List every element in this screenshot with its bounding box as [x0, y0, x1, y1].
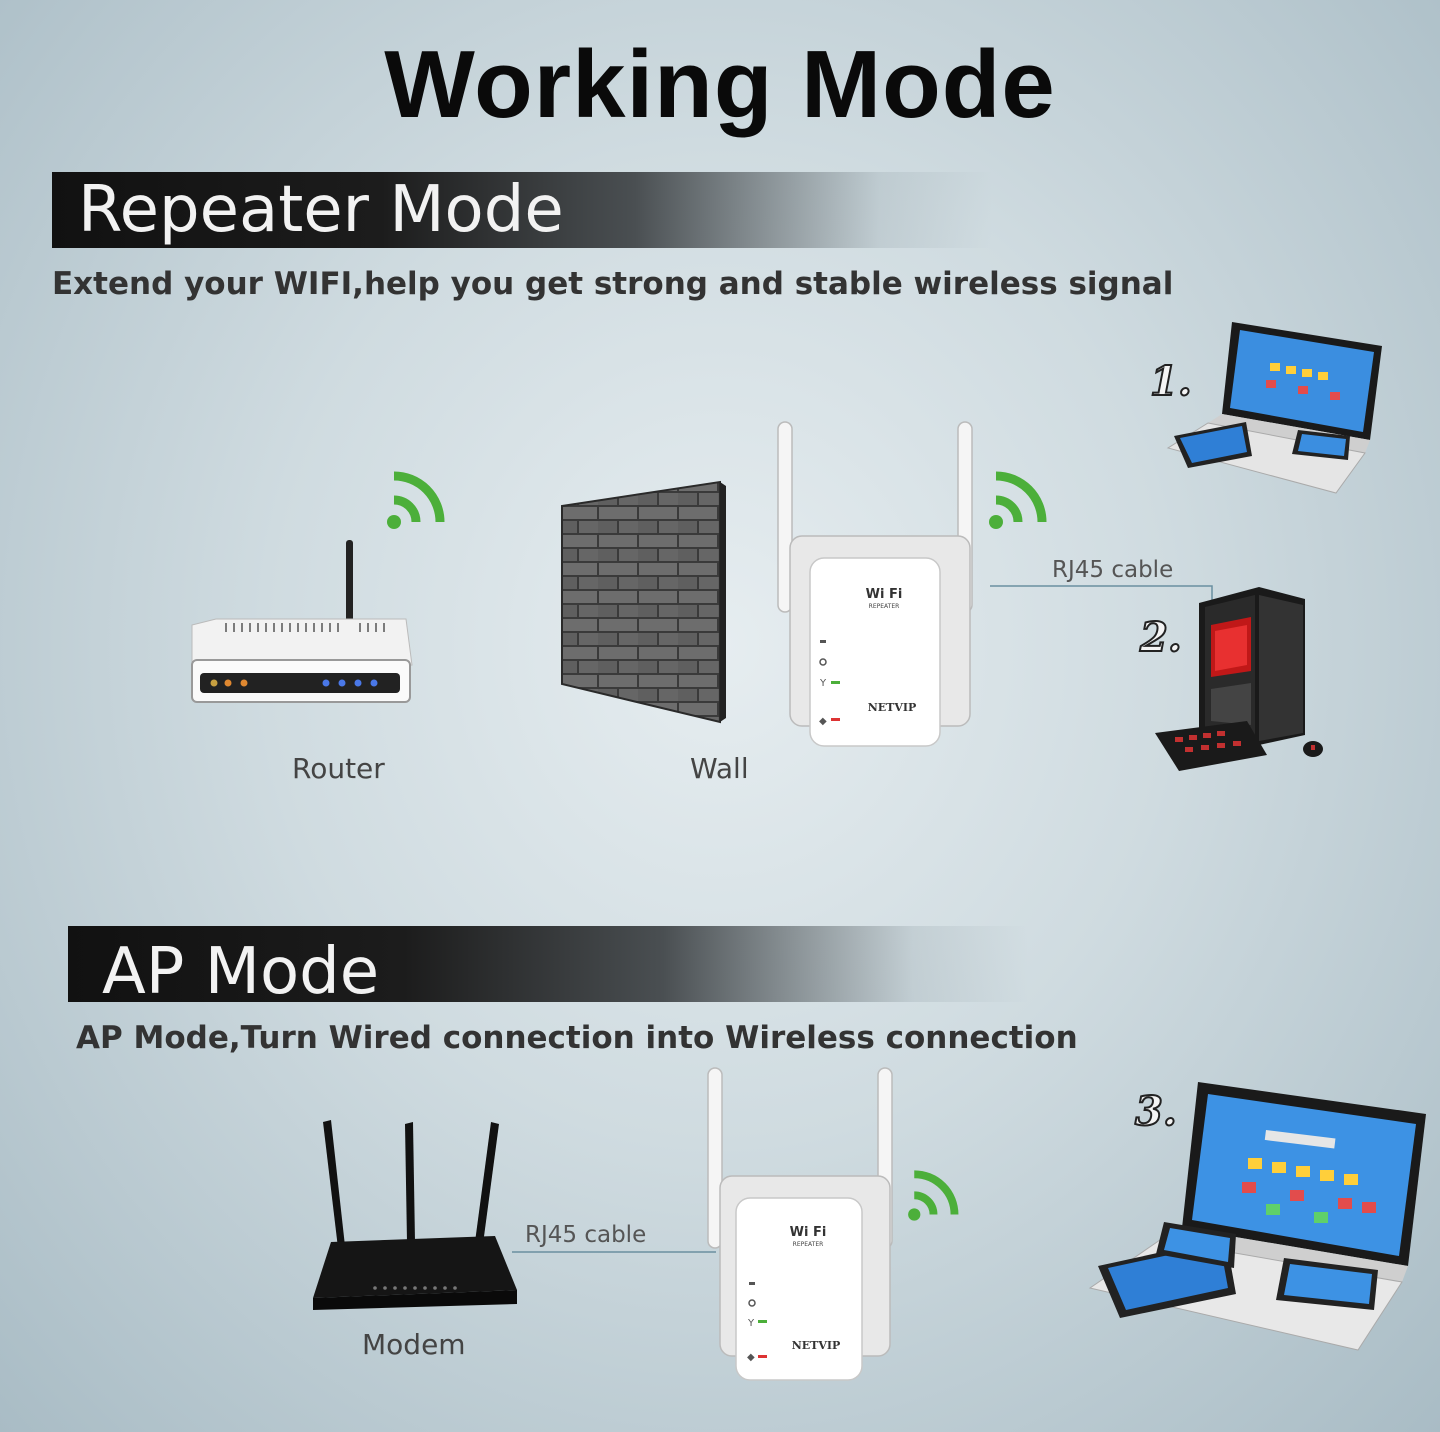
svg-text:Y: Y: [747, 1318, 755, 1329]
modem-label: Modem: [362, 1328, 466, 1361]
ap-mode-description: AP Mode,Turn Wired connection into Wirel…: [76, 1020, 1078, 1056]
extender-logo-text: Wi Fi: [866, 587, 903, 602]
wall-label: Wall: [690, 752, 749, 785]
device-number-3: 3.: [1134, 1087, 1178, 1136]
extender-logo-sub: REPEATER: [793, 1241, 824, 1248]
rj45-cable-label-ap: RJ45 cable: [525, 1222, 647, 1248]
brick-wall-icon: [561, 480, 726, 724]
wifi-signal-icon: [908, 1170, 959, 1221]
modem-icon: [313, 1120, 517, 1310]
router-icon: [191, 540, 413, 703]
laptop-icon: [1088, 1082, 1426, 1351]
svg-text:◆: ◆: [819, 716, 827, 727]
extender-brand: NETVIP: [868, 701, 917, 714]
svg-text:Y: Y: [819, 678, 827, 689]
wifi-extender-icon: Wi Fi REPEATER Y ◆ NETVIP: [777, 421, 973, 747]
extender-logo-text: Wi Fi: [790, 1225, 827, 1240]
laptop-icon: [1166, 322, 1382, 494]
extender-logo-sub: REPEATER: [869, 603, 900, 610]
rj45-cable-label: RJ45 cable: [1052, 557, 1174, 583]
svg-text:◆: ◆: [747, 1352, 755, 1363]
router-label: Router: [292, 752, 385, 785]
extender-brand: NETVIP: [792, 1339, 841, 1352]
ap-mode-bar: AP Mode: [68, 926, 1028, 1009]
page-title: Working Mode: [384, 31, 1056, 138]
repeater-mode-bar: Repeater Mode: [52, 172, 992, 248]
desktop-pc-icon: [1155, 587, 1323, 771]
rj45-cable-line: [512, 1251, 716, 1253]
ap-mode-heading: AP Mode: [102, 935, 380, 1009]
repeater-mode-description: Extend your WIFI,help you get strong and…: [52, 266, 1174, 302]
wifi-extender-icon: Wi Fi REPEATER Y ◆ NETVIP: [707, 1067, 893, 1381]
wifi-signal-icon: [989, 471, 1047, 529]
repeater-mode-heading: Repeater Mode: [78, 173, 564, 247]
wifi-signal-icon: [387, 471, 445, 529]
device-number-2: 2.: [1139, 613, 1183, 662]
device-number-1: 1.: [1149, 357, 1193, 406]
